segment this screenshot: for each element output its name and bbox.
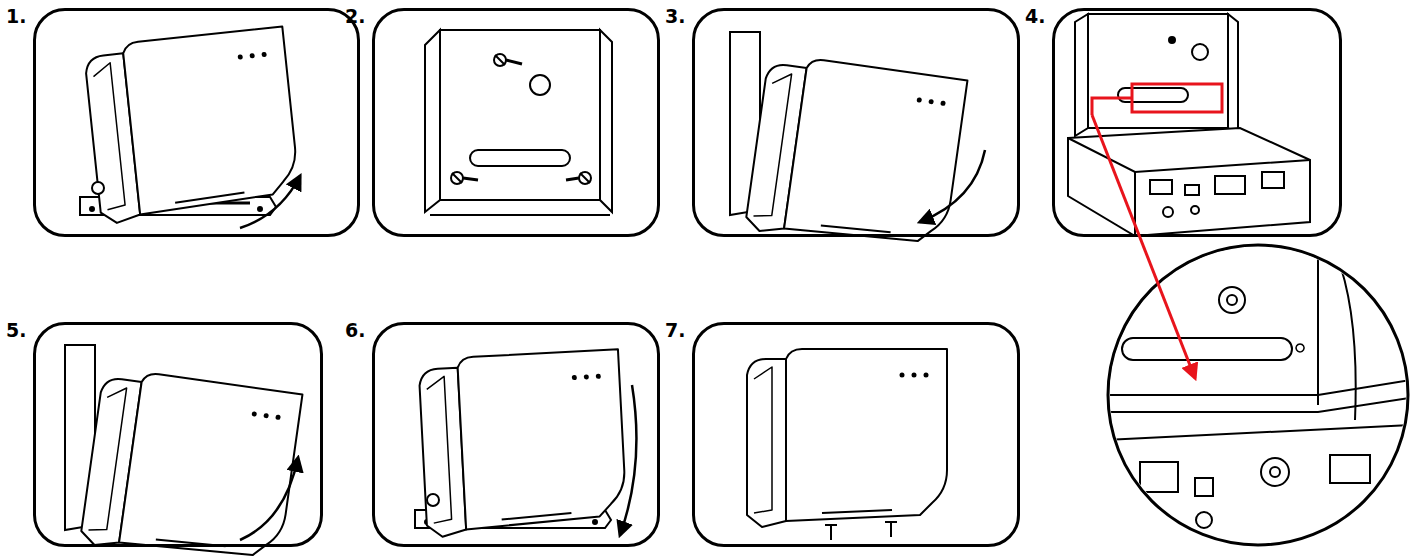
step-panel: 4.	[1052, 8, 1342, 237]
step-number: 1.	[6, 5, 26, 27]
bracket-illustration	[425, 30, 612, 215]
device-illustration	[747, 349, 947, 540]
step-panel: 7.	[692, 322, 1020, 547]
step-number: 7.	[665, 319, 685, 341]
step-panel: 5.	[33, 322, 323, 547]
open-enclosure-illustration	[1068, 14, 1310, 236]
step-panel: 6.	[372, 322, 660, 547]
step-panel: 3.	[692, 8, 1020, 237]
step-number: 3.	[665, 5, 685, 27]
magnifier-circle	[1105, 240, 1410, 545]
step-number: 4.	[1025, 5, 1045, 27]
highlight-callout	[1092, 84, 1222, 378]
step-panel: 2.	[372, 8, 660, 237]
step-number: 6.	[345, 319, 365, 341]
step-panel: 1.	[33, 8, 360, 237]
device-illustration	[80, 27, 301, 228]
step-number: 2.	[345, 5, 365, 27]
device-illustration	[730, 32, 985, 257]
device-illustration	[65, 345, 302, 557]
step-number: 5.	[6, 319, 26, 341]
device-illustration	[415, 349, 636, 537]
